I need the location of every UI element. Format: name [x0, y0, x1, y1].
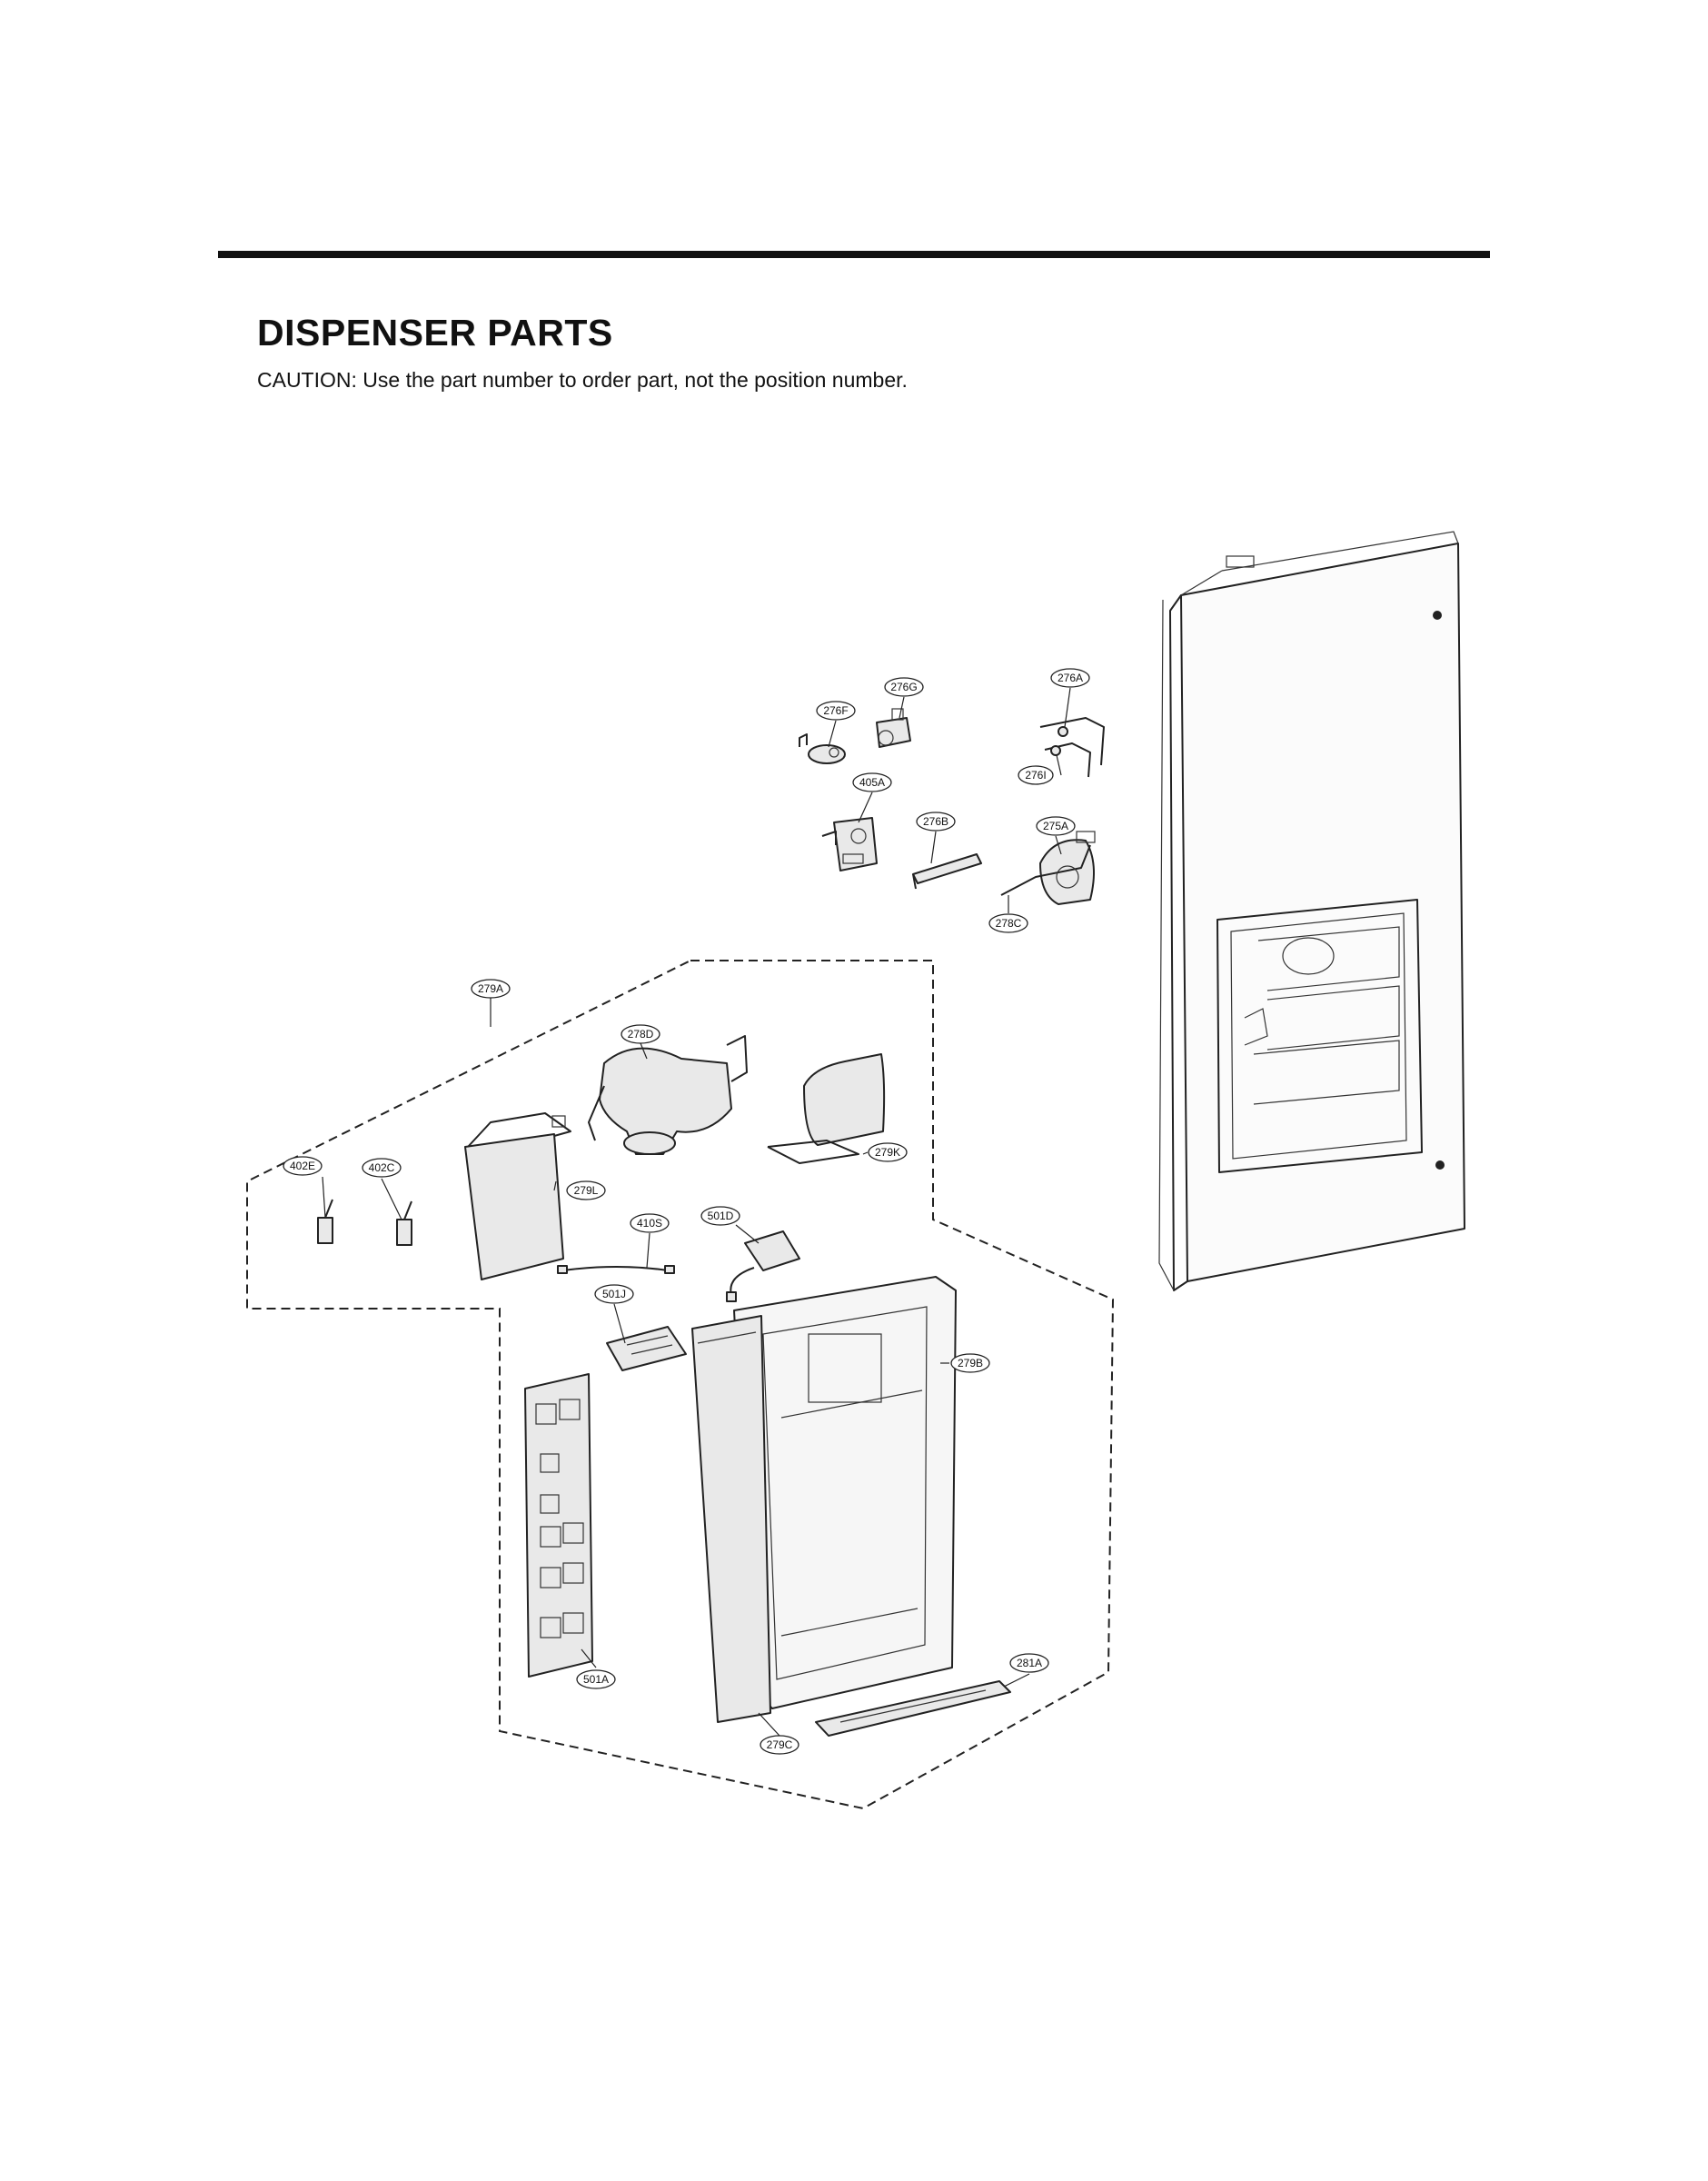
label-501A[interactable]: 501A — [576, 1669, 616, 1689]
label-278D[interactable]: 278D — [621, 1024, 660, 1044]
svg-text:276I: 276I — [1025, 769, 1046, 782]
label-405A[interactable]: 405A — [852, 772, 892, 792]
part-276G — [876, 708, 911, 748]
part-276F — [799, 733, 846, 764]
label-402C[interactable]: 402C — [362, 1158, 402, 1178]
part-402C — [396, 1200, 412, 1246]
page-title: DISPENSER PARTS — [257, 312, 613, 354]
part-501A — [524, 1373, 593, 1678]
svg-text:501D: 501D — [708, 1210, 734, 1222]
part-501D — [726, 1230, 800, 1302]
label-279K[interactable]: 279K — [868, 1142, 908, 1162]
caution-note: CAUTION: Use the part number to order pa… — [257, 368, 908, 392]
part-279L — [464, 1112, 571, 1280]
position-labels: 276A 276G 276F 276I 405A 276B 275A 278C … — [283, 668, 1090, 1755]
door-panel — [1158, 531, 1465, 1291]
part-501J — [606, 1326, 687, 1371]
svg-text:402C: 402C — [369, 1161, 395, 1174]
svg-text:405A: 405A — [859, 776, 885, 789]
label-276I[interactable]: 276I — [1018, 765, 1054, 785]
svg-text:279A: 279A — [478, 982, 503, 995]
label-410S[interactable]: 410S — [630, 1213, 670, 1233]
label-279B[interactable]: 279B — [950, 1353, 990, 1373]
svg-text:276F: 276F — [823, 704, 848, 717]
part-410S — [557, 1265, 675, 1274]
svg-text:279K: 279K — [875, 1146, 900, 1159]
svg-text:501A: 501A — [583, 1673, 609, 1686]
svg-text:501J: 501J — [602, 1288, 626, 1300]
svg-text:276A: 276A — [1058, 672, 1083, 684]
label-275A[interactable]: 275A — [1036, 816, 1076, 836]
leader-lines — [322, 687, 1071, 1737]
svg-text:276B: 276B — [923, 815, 948, 828]
svg-text:278D: 278D — [628, 1028, 654, 1041]
assembly-boundary — [246, 960, 1115, 1810]
svg-text:279B: 279B — [958, 1357, 983, 1369]
label-276A[interactable]: 276A — [1050, 668, 1090, 688]
svg-text:276G: 276G — [890, 681, 917, 693]
part-279C — [691, 1315, 771, 1723]
part-281A — [815, 1680, 1011, 1737]
label-279C[interactable]: 279C — [760, 1735, 799, 1755]
label-501J[interactable]: 501J — [594, 1284, 634, 1304]
part-276B — [912, 853, 982, 890]
part-276A — [1039, 717, 1105, 778]
svg-text:281A: 281A — [1017, 1657, 1042, 1669]
label-276B[interactable]: 276B — [916, 812, 956, 832]
part-405A — [821, 817, 878, 871]
label-276F[interactable]: 276F — [816, 701, 856, 721]
part-278D — [588, 1035, 748, 1155]
label-402E[interactable]: 402E — [283, 1156, 323, 1176]
svg-text:279C: 279C — [767, 1738, 793, 1751]
svg-text:278C: 278C — [996, 917, 1022, 930]
label-278C[interactable]: 278C — [988, 913, 1028, 933]
header-rule — [218, 251, 1490, 258]
svg-text:402E: 402E — [290, 1160, 315, 1172]
svg-text:279L: 279L — [574, 1184, 599, 1197]
label-276G[interactable]: 276G — [884, 677, 924, 697]
label-281A[interactable]: 281A — [1009, 1653, 1049, 1673]
part-275A — [1000, 831, 1096, 905]
svg-text:410S: 410S — [637, 1217, 662, 1230]
label-501D[interactable]: 501D — [700, 1206, 740, 1226]
label-279A[interactable]: 279A — [471, 979, 511, 999]
svg-text:275A: 275A — [1043, 820, 1068, 832]
part-402E — [317, 1199, 333, 1244]
part-279K — [767, 1053, 886, 1164]
label-279L[interactable]: 279L — [566, 1180, 606, 1200]
